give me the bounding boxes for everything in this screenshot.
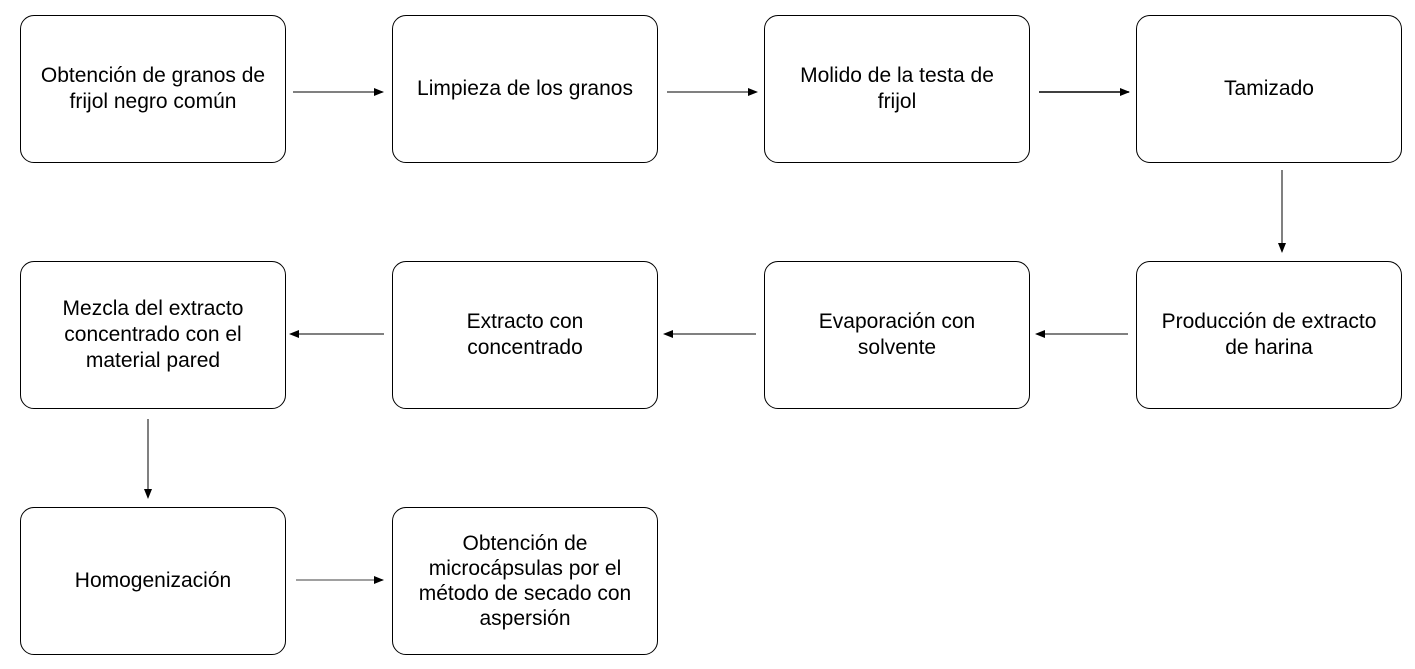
step-label: Evaporación con solvente: [818, 310, 976, 359]
step-mezcla-material-pared: Mezcla del extracto concentrado con el m…: [20, 261, 286, 409]
step-label: Extracto con concentrado: [466, 310, 584, 359]
step-label: Mezcla del extracto concentrado con el m…: [62, 297, 244, 372]
step-extracto-concentrado: Extracto con concentrado: [392, 261, 658, 409]
step-obtencion-microcapsulas: Obtención de microcápsulas por el método…: [392, 507, 658, 655]
step-label: Producción de extracto de harina: [1161, 310, 1377, 359]
step-limpieza-granos: Limpieza de los granos: [392, 15, 658, 163]
step-label: Limpieza de los granos: [417, 77, 633, 100]
step-produccion-extracto: Producción de extracto de harina: [1136, 261, 1402, 409]
step-label: Molido de la testa de frijol: [800, 64, 994, 113]
step-label: Homogenización: [74, 569, 232, 592]
step-evaporacion-solvente: Evaporación con solvente: [764, 261, 1030, 409]
step-label: Tamizado: [1224, 77, 1314, 100]
step-homogenizacion: Homogenización: [20, 507, 286, 655]
step-label: Obtención de granos de frijol negro comú…: [40, 64, 266, 113]
step-molido-testa: Molido de la testa de frijol: [764, 15, 1030, 163]
step-tamizado: Tamizado: [1136, 15, 1402, 163]
step-label: Obtención de microcápsulas por el método…: [418, 532, 632, 630]
step-obtencion-granos: Obtención de granos de frijol negro comú…: [20, 15, 286, 163]
